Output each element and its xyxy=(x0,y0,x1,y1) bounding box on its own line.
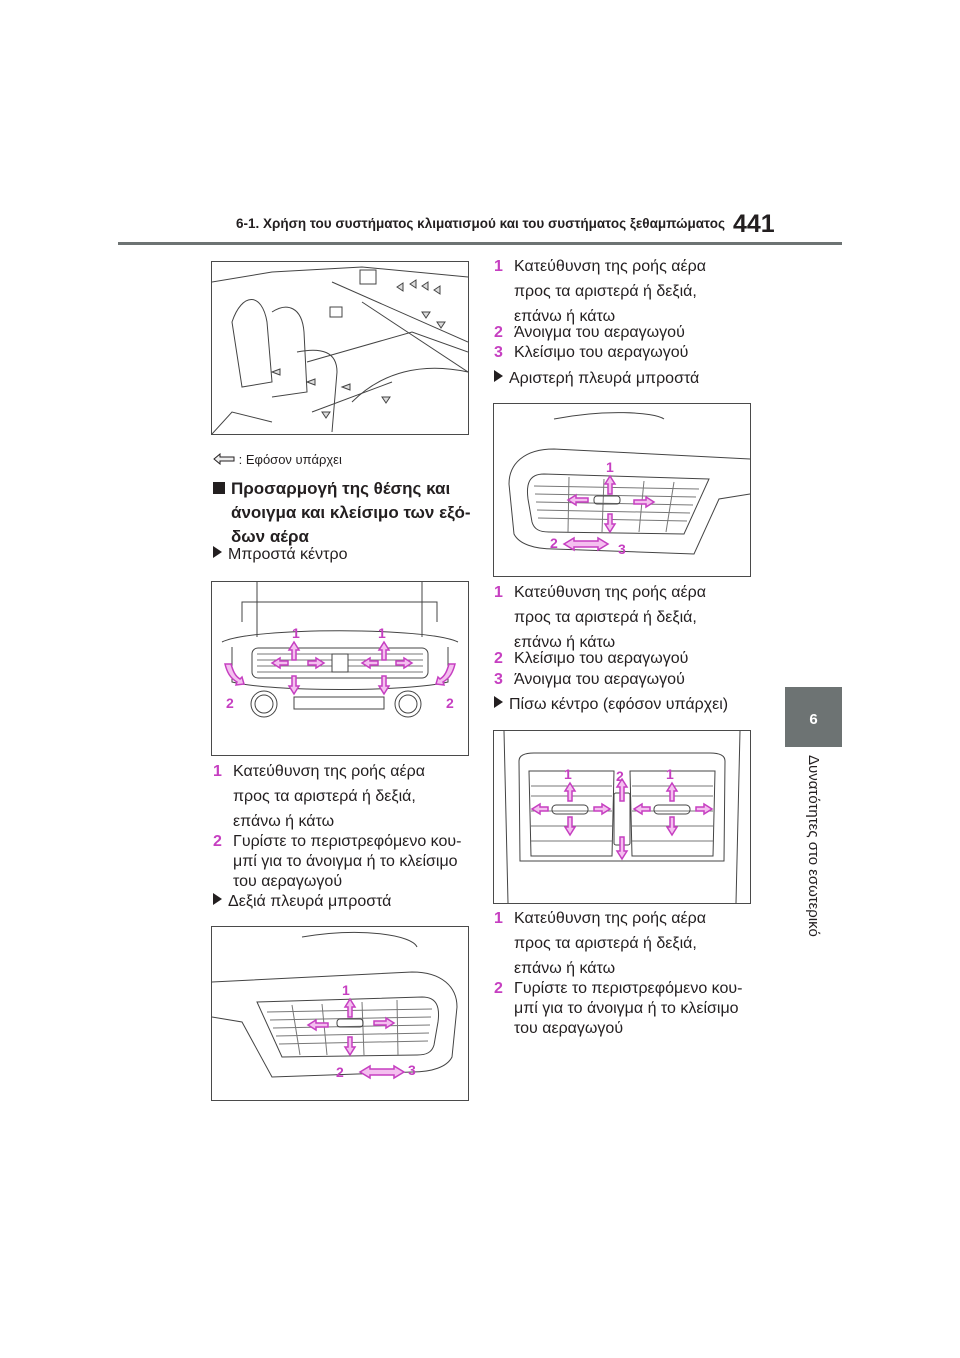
callout-1: 1 xyxy=(378,625,386,641)
triangle-bullet-icon xyxy=(213,893,222,905)
legend: : Εφόσον υπάρχει xyxy=(213,452,342,467)
callout-1: 1 xyxy=(666,766,674,782)
subheading-text: Μπροστά κέντρο xyxy=(228,546,348,563)
item-number: 2 xyxy=(494,650,503,667)
item-text: Κατεύθυνση της ροής αέρα xyxy=(233,763,425,780)
item-number: 2 xyxy=(494,980,503,997)
item-text: Κλείσιμο του αεραγωγού xyxy=(514,650,689,667)
item-text: μπί για το άνοιγμα ή το κλείσιμο xyxy=(233,853,458,870)
heading-line: Προσαρμογή της θέσης και xyxy=(231,479,451,498)
front-center-vent-figure: 1 1 2 2 xyxy=(211,581,469,756)
rear-center-vent-figure: 1 2 1 xyxy=(493,730,751,904)
cabin-overview-figure xyxy=(211,261,469,435)
callout-3: 3 xyxy=(408,1062,416,1078)
callout-2: 2 xyxy=(226,695,234,711)
right-front-vent-figure: 1 2 3 xyxy=(211,926,469,1101)
item-number: 1 xyxy=(494,584,503,601)
callout-2: 2 xyxy=(336,1064,344,1080)
chapter-number: 6 xyxy=(809,711,818,728)
item-number: 3 xyxy=(494,344,503,361)
triangle-bullet-icon xyxy=(494,696,503,708)
callout-1: 1 xyxy=(292,625,300,641)
item-number: 1 xyxy=(213,763,222,780)
subheading-left-front: Αριστερή πλευρά μπροστά xyxy=(494,370,699,388)
triangle-bullet-icon xyxy=(494,370,503,382)
callout-2: 2 xyxy=(446,695,454,711)
item-number: 2 xyxy=(494,324,503,341)
item-text: Κατεύθυνση της ροής αέρα xyxy=(514,584,706,601)
left-front-vent-figure: 1 2 3 xyxy=(493,403,751,577)
subheading-text: Αριστερή πλευρά μπροστά xyxy=(509,370,700,387)
item-number: 3 xyxy=(494,671,503,688)
item-text: επάνω ή κάτω xyxy=(514,308,616,325)
airflow-arrow-icon xyxy=(213,452,235,466)
heading-line: άνοιγμα και κλείσιμο των εξό- xyxy=(231,503,471,522)
callout-1: 1 xyxy=(606,459,614,475)
item-text: μπί για το άνοιγμα ή το κλείσιμο xyxy=(514,1000,739,1017)
item-number: 1 xyxy=(494,258,503,275)
heading-bullet xyxy=(213,482,225,494)
callout-3: 3 xyxy=(618,541,626,557)
item-text: προς τα αριστερά ή δεξιά, xyxy=(514,935,697,952)
header-divider xyxy=(118,242,842,245)
item-text: Κατεύθυνση της ροής αέρα xyxy=(514,910,706,927)
item-text: επάνω ή κάτω xyxy=(514,634,616,651)
subheading-text: Δεξιά πλευρά μπροστά xyxy=(228,893,392,910)
callout-2: 2 xyxy=(550,535,558,551)
item-text: επάνω ή κάτω xyxy=(233,813,335,830)
item-text: του αεραγωγού xyxy=(514,1020,624,1037)
heading-line: δων αέρα xyxy=(231,527,309,546)
item-number: 2 xyxy=(213,833,222,850)
item-text: Γυρίστε το περιστρεφόμενο κου- xyxy=(514,980,743,997)
chapter-title: Δυνατότητες στο εσωτερικό xyxy=(785,755,842,945)
subheading-right-front: Δεξιά πλευρά μπροστά xyxy=(213,893,391,911)
triangle-bullet-icon xyxy=(213,546,222,558)
legend-text: : Εφόσον υπάρχει xyxy=(238,452,342,467)
page-number: 441 xyxy=(733,210,775,238)
chapter-title-text: Δυνατότητες στο εσωτερικό xyxy=(805,755,822,937)
item-text: προς τα αριστερά ή δεξιά, xyxy=(514,283,697,300)
subheading-rear-center: Πίσω κέντρο (εφόσον υπάρχει) xyxy=(494,696,728,714)
item-text: Άνοιγμα του αεραγωγού xyxy=(514,324,685,341)
callout-2: 2 xyxy=(616,768,624,784)
subheading-text: Πίσω κέντρο (εφόσον υπάρχει) xyxy=(509,696,729,713)
item-text: Γυρίστε το περιστρεφόμενο κου- xyxy=(233,833,462,850)
callout-1: 1 xyxy=(564,766,572,782)
item-text: Κλείσιμο του αεραγωγού xyxy=(514,344,689,361)
item-number: 1 xyxy=(494,910,503,927)
chapter-tab: 6 xyxy=(785,687,842,747)
header-title: 6-1. Χρήση του συστήματος κλιματισμού κα… xyxy=(236,216,725,231)
subheading-front-center: Μπροστά κέντρο xyxy=(213,546,347,564)
item-text: Άνοιγμα του αεραγωγού xyxy=(514,671,685,688)
item-text: προς τα αριστερά ή δεξιά, xyxy=(514,609,697,626)
item-text: επάνω ή κάτω xyxy=(514,960,616,977)
item-text: του αεραγωγού xyxy=(233,873,343,890)
callout-1: 1 xyxy=(342,982,350,998)
item-text: Κατεύθυνση της ροής αέρα xyxy=(514,258,706,275)
item-text: προς τα αριστερά ή δεξιά, xyxy=(233,788,416,805)
